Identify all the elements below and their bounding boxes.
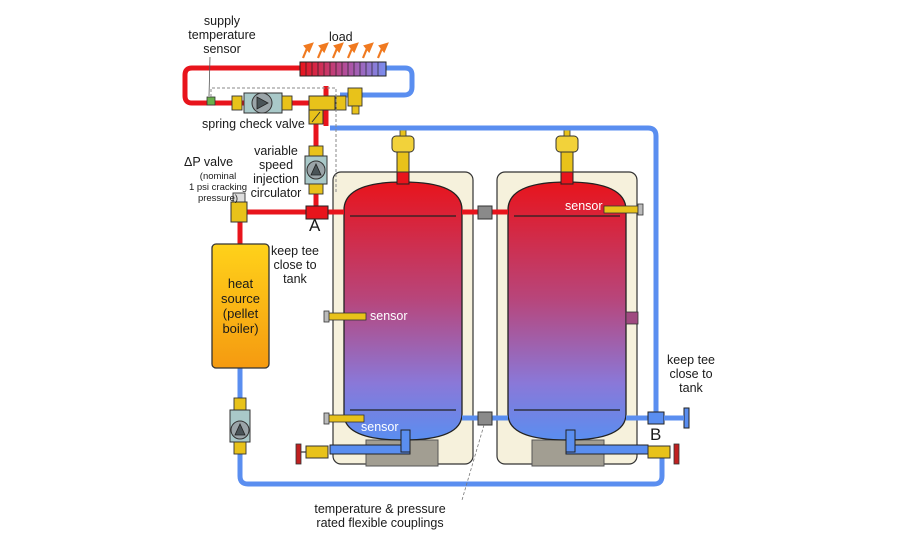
dp-valve-label: ΔP valve — [184, 155, 234, 169]
point-b-label: B — [650, 425, 662, 444]
couplings-label: temperature & pressure rated flexible co… — [300, 502, 460, 530]
heat-source-line-4: boiler) — [222, 321, 259, 336]
tank-2-body — [507, 181, 627, 441]
point-a-label: A — [309, 216, 321, 235]
tank-1-bottom-riser — [400, 429, 411, 453]
couplings-line-2: rated flexible couplings — [316, 516, 444, 530]
supply-sensor-leader — [208, 56, 211, 97]
tee-a — [305, 205, 329, 220]
sensor-upper-right-label: sensor — [565, 199, 603, 213]
keep-tee-b-line-2: close to — [669, 367, 713, 381]
sensor-well-mid-left — [323, 310, 367, 323]
supply-sensor-label: supply temperature sensor — [186, 14, 258, 56]
drain-valve-left — [295, 443, 329, 465]
coupling-leader-1 — [461, 424, 485, 501]
tank-2-bottom-riser — [565, 429, 576, 453]
tank-2-air-vent — [555, 129, 579, 173]
sensor-mid-left-label: sensor — [370, 309, 408, 323]
load-label: load — [329, 30, 353, 44]
keep-tee-a-line-1: keep tee — [271, 244, 319, 258]
sensor-well-low-left — [323, 412, 365, 425]
tank-2-top-nipple — [560, 171, 574, 185]
keep-tee-b-label: keep tee close to tank — [662, 353, 720, 395]
tank-1-bottom-outlet — [329, 444, 411, 455]
boiler-circulator — [229, 397, 251, 455]
supply-sensor-line-2: temperature — [188, 28, 256, 42]
heat-source-line-1: heat — [227, 276, 254, 291]
heat-source-label: heat source (pellet boiler) — [212, 276, 269, 336]
drain-valve-right — [647, 443, 680, 465]
tank-2-bottom-outlet — [565, 444, 649, 455]
injection-line-2: speed — [258, 158, 294, 172]
sensor-dashed-wire — [210, 87, 337, 192]
tank-1-body — [343, 181, 463, 441]
load-circulator — [231, 92, 293, 114]
heat-source-boiler — [211, 243, 270, 369]
dp-note-line-2: 1 psi cracking — [188, 182, 248, 193]
keep-tee-b-line-3: tank — [679, 381, 703, 395]
dp-valve — [230, 192, 248, 223]
injection-line-1: variable — [254, 144, 298, 158]
injection-line-4: circulator — [250, 186, 302, 200]
heat-source-line-3: (pellet — [222, 306, 259, 321]
tank-1-air-vent — [391, 129, 415, 173]
load-radiator-fins — [305, 62, 379, 76]
injection-circulator-label: variable speed injection circulator — [248, 144, 304, 200]
keep-tee-a-label: keep tee close to tank — [266, 244, 324, 286]
injection-circulator — [304, 145, 328, 195]
spring-check-valve — [308, 109, 324, 125]
flexible-coupling-bottom — [477, 411, 493, 426]
side-port-right — [625, 311, 639, 325]
spring-check-valve-label: spring check valve — [202, 117, 305, 131]
dp-note-line-1: (nominal — [199, 171, 237, 182]
injection-line-3: injection — [253, 172, 299, 186]
dp-note-line-3: pressure) — [197, 193, 239, 204]
sensor-low-left-label: sensor — [361, 420, 399, 434]
supply-sensor-line-3: sensor — [203, 42, 241, 56]
heat-source-line-2: source — [220, 291, 261, 306]
tee-b — [647, 411, 665, 425]
supply-sensor-line-1: supply — [203, 14, 241, 28]
load-radiator — [299, 61, 387, 77]
b-cap — [683, 407, 690, 429]
sensor-well-upper-right — [603, 203, 644, 216]
keep-tee-a-line-2: close to — [273, 258, 317, 272]
keep-tee-b-line-1: keep tee — [667, 353, 715, 367]
dp-note: (nominal 1 psi cracking pressure) — [186, 171, 250, 204]
couplings-line-1: temperature & pressure — [314, 502, 446, 516]
keep-tee-a-line-3: tank — [283, 272, 307, 286]
flexible-coupling-top — [477, 205, 493, 220]
load-tee-fitting — [308, 87, 363, 115]
tank-1-top-nipple — [396, 171, 410, 185]
heat-arrows — [301, 42, 389, 59]
supply-temperature-sensor — [206, 96, 216, 106]
